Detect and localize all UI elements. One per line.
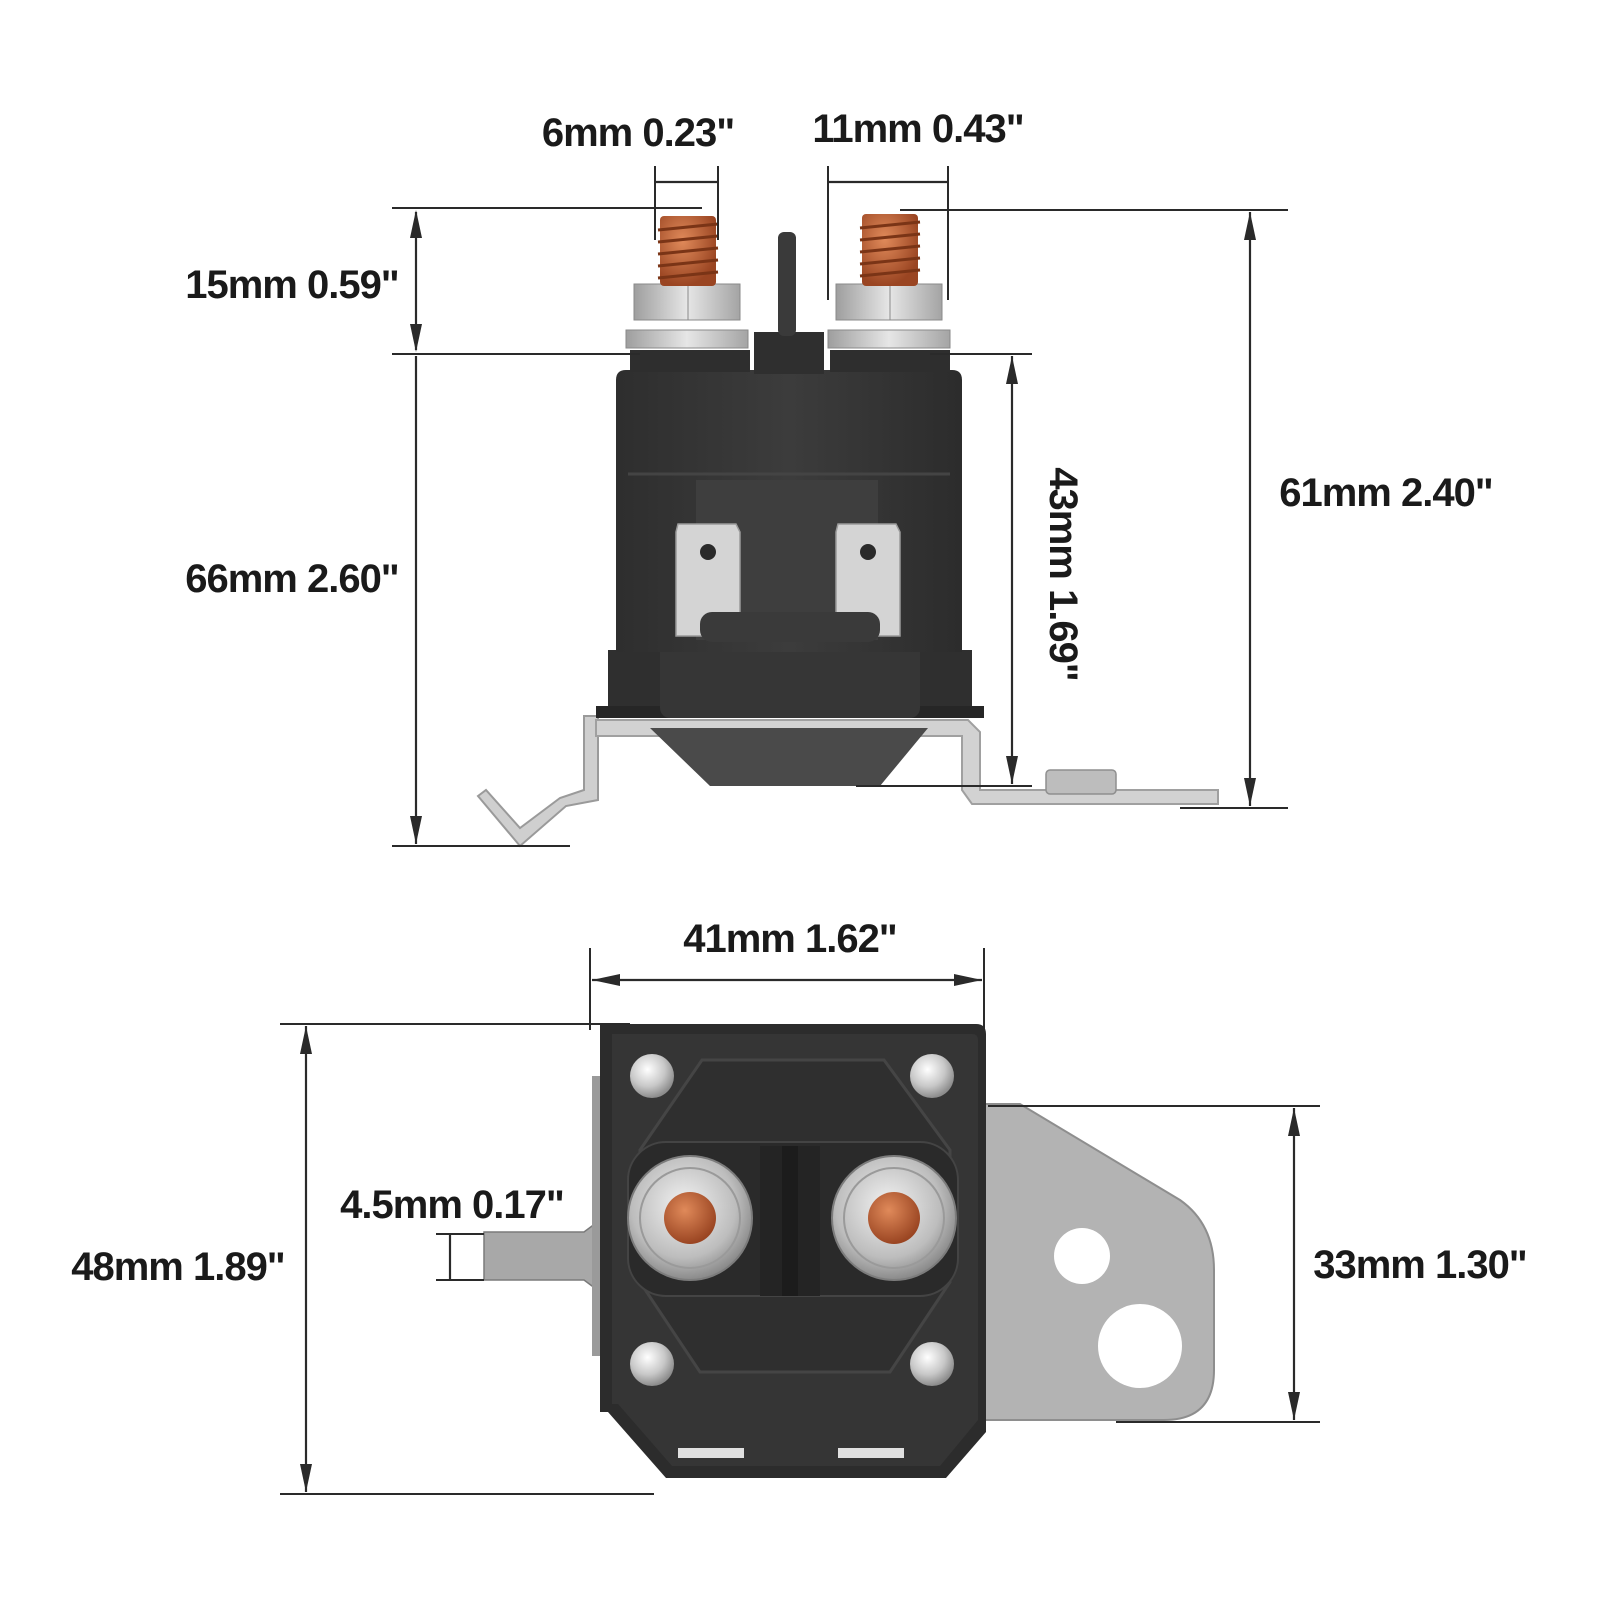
terminal-stud-left [625,216,750,372]
dim-body-depth: 48mm 1.89" [71,1023,654,1495]
dim-tab-thickness: 4.5mm 0.17" [340,1183,565,1281]
label-height-to-bracket: 61mm 2.40" [1279,471,1493,515]
top-center-block [754,332,824,374]
side-view: 6mm 0.23" 11mm 0.43" 15mm 0.59" [185,107,1494,848]
top-view: 41mm 1.62" 48mm 1.89" 4.5mm 0.17" 33mm 1… [71,917,1528,1495]
label-nut-width: 11mm 0.43" [812,107,1023,151]
terminal-divider-slot [782,1146,798,1296]
top-center-pin [778,232,796,336]
solenoid-flange-raised [660,636,920,718]
label-body-height: 43mm 1.69" [1041,467,1085,681]
label-stud-diameter: 6mm 0.23" [542,111,734,155]
label-overall-height: 66mm 2.60" [185,557,399,601]
solenoid-lower-body [650,728,928,786]
label-body-depth: 48mm 1.89" [71,1245,285,1289]
dim-height-to-bracket: 61mm 2.40" [1244,212,1494,806]
bolt-top-right [910,1054,954,1098]
dim-bracket-width: 33mm 1.30" [988,1105,1528,1423]
dim-stud-height: 15mm 0.59" [185,210,422,352]
spade-slot-left [678,1448,744,1458]
bracket-hole-small [1054,1228,1110,1284]
terminal-top-left [627,1155,753,1281]
label-bracket-width: 33mm 1.30" [1313,1243,1527,1287]
bolt-top-left [630,1054,674,1098]
dim-body-height: 43mm 1.69" [1006,356,1085,784]
bolt-bottom-left [630,1342,674,1386]
bracket-hole-large [1098,1304,1182,1388]
bracket-boss [1045,769,1117,795]
label-body-width: 41mm 1.62" [683,917,897,961]
spade-slot-right [838,1448,904,1458]
side-tab [483,1225,601,1287]
dim-stud-diameter: 6mm 0.23" [542,111,735,240]
dim-body-width: 41mm 1.62" [589,917,985,1030]
bolt-bottom-right [910,1342,954,1386]
terminal-stud-right [827,214,951,372]
label-stud-height: 15mm 0.59" [185,263,399,307]
terminal-base-block [700,612,880,642]
spade-terminal-right [835,523,901,637]
dim-nut-width: 11mm 0.43" [812,107,1025,300]
dim-overall-height: 66mm 2.60" [185,356,422,844]
label-tab-thickness: 4.5mm 0.17" [340,1183,564,1227]
bracket-left-leg [476,715,599,848]
terminal-top-right [831,1155,957,1281]
spade-terminal-left [675,523,741,637]
